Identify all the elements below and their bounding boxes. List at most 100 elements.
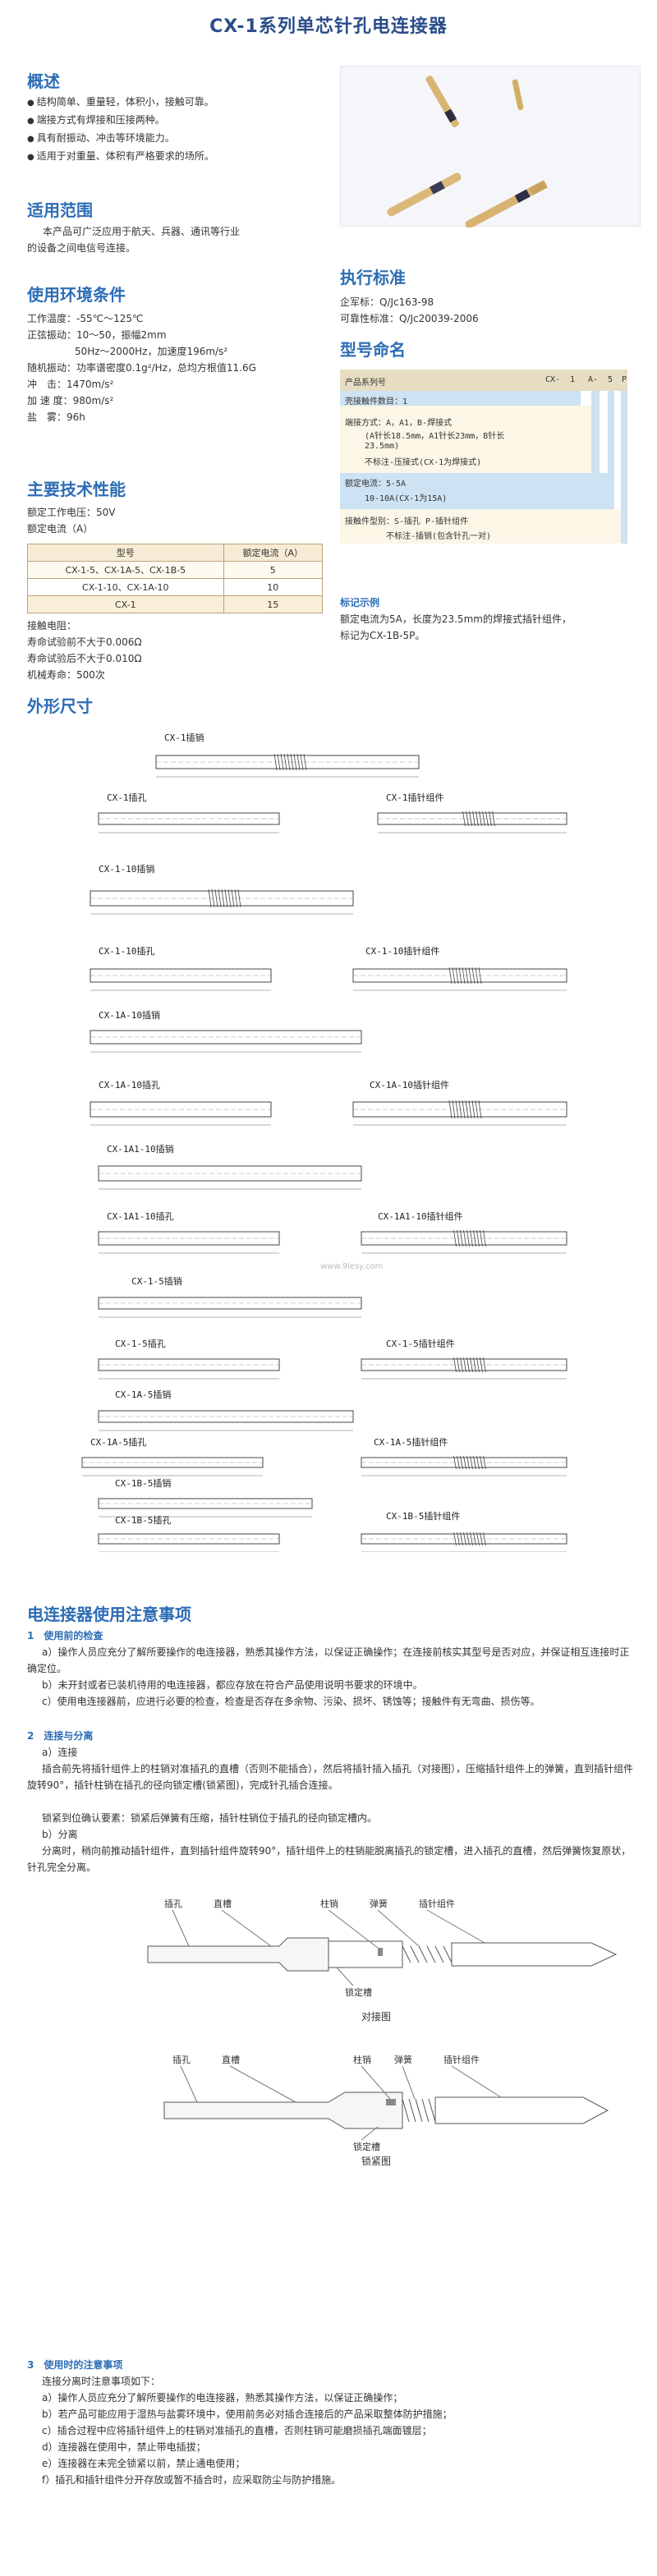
naming-bar: [340, 406, 600, 473]
cx1a10-pin-spring: [452, 1100, 456, 1119]
cx1a110-pin-spring: [476, 1229, 480, 1247]
cx1b5-pin-spring: [480, 1531, 483, 1546]
watermark-text: www.9iesy.com: [320, 1262, 383, 1271]
fig1-label: 弹簧: [370, 1898, 388, 1909]
fig1-label: 插孔: [164, 1898, 182, 1909]
cx110-plug-spring: [208, 889, 212, 908]
notes-s3-item: e）连接器在未完全锁紧以前，禁止通电使用；: [42, 2458, 246, 2469]
cx110-plug-spring: [214, 889, 218, 908]
dimensions-heading: 外形尺寸: [27, 696, 93, 716]
cx1a10-pin-spring: [448, 1100, 453, 1119]
cx15-pin-spring: [470, 1357, 473, 1373]
naming-cell-a: A-: [588, 375, 599, 384]
cx15-pin-spring: [483, 1357, 486, 1373]
naming-row-3b: 10-10A(CX-1为15A): [365, 494, 448, 503]
table-header-cell: 额定电流（A）: [223, 544, 324, 562]
cx15-pin-spring: [476, 1357, 480, 1373]
cx1a5-pin-spring: [463, 1455, 466, 1470]
fig1-caption: 对接图: [361, 2010, 391, 2023]
notes-s2-b: b）分离: [42, 1829, 78, 1840]
cx1a10-pin-spring: [458, 1100, 462, 1119]
current-table: 型号 额定电流（A） CX-1-5、CX-1A-5、CX-1B-5 5 CX-1…: [27, 544, 324, 613]
drawing-label: CX-1A-5插针组件: [374, 1436, 448, 1448]
table-cell: 10: [223, 578, 324, 596]
fig2-label: 直槽: [222, 2054, 240, 2065]
cx1-plug-spring: [300, 753, 304, 771]
cx15-pin-spring: [466, 1357, 470, 1373]
drawing-label: CX-1-5插针组件: [386, 1338, 455, 1349]
cx1a110-pin-spring: [463, 1229, 466, 1247]
cx1a110-pin-spring: [473, 1229, 476, 1247]
drawing-label: CX-1-5插销: [131, 1275, 182, 1287]
overview-list: 结构简单、重量轻，体积小，接触可靠。 端接方式有焊接和压接两种。 具有耐振动、冲…: [27, 94, 339, 166]
fig1-label: 锁定槽: [345, 1986, 372, 1998]
cx1a5-pin-spring: [453, 1455, 457, 1470]
conditions-heading: 使用环境条件: [27, 285, 126, 305]
model-naming-diagram: 产品系列号 CX- 1 A- 5 P 壳接触件数目：1 端接方式：A，A1，B-…: [340, 370, 627, 583]
standard-heading: 执行标准: [340, 268, 406, 287]
table-cell: 5: [223, 561, 324, 579]
cx110-pin-spring: [452, 967, 456, 985]
cx1-pin-spring: [472, 810, 476, 827]
drawing-label: CX-1B-5插针组件: [386, 1510, 460, 1522]
cx1-pin-spring: [489, 810, 492, 827]
notes-heading: 电连接器使用注意事项: [27, 1605, 191, 1624]
cx1-pin-spring: [466, 810, 469, 827]
cx1b5-pin-spring: [453, 1531, 457, 1546]
cx1-pin-spring: [482, 810, 485, 827]
example-text-2: 标记为CX-1B-5P。: [340, 630, 425, 641]
condition-line: 随机振动：功率谱密度0.1g²/Hz，总均方根值11.6G: [27, 362, 256, 374]
drawing-label: CX-1-10插针组件: [365, 945, 439, 957]
cx1a10-pin-spring: [455, 1100, 459, 1119]
drawing-label: CX-1A-10插针组件: [370, 1079, 449, 1091]
drawing-label: CX-1A-10插孔: [99, 1079, 160, 1091]
cx1a110-pin-spring: [483, 1229, 486, 1247]
fig1-label: 柱销: [320, 1898, 338, 1909]
cx1a10-pin-spring: [465, 1100, 469, 1119]
table-header-cell: 型号: [27, 544, 224, 562]
cx110-pin-spring: [458, 967, 462, 985]
cx1a5-pin-spring: [460, 1455, 463, 1470]
condition-line: 盐 雾：96h: [27, 411, 85, 423]
cx110-pin-spring: [462, 967, 466, 985]
drawing-label: CX-1A1-10插针组件: [378, 1210, 463, 1222]
conditions-list: 工作温度：-55℃～125℃ 正弦振动：10～50，振幅2mm 50Hz～200…: [27, 310, 331, 425]
cx110-pin-spring: [465, 967, 469, 985]
naming-row-2b: (A针长18.5mm，A1针长23mm，B针长: [365, 432, 505, 441]
cx1b5-pin-spring: [470, 1531, 473, 1546]
cx1-pin-spring: [479, 810, 482, 827]
example-label: 标记示例: [340, 597, 380, 608]
drawing-label: CX-1B-5插销: [115, 1477, 171, 1489]
cx1-plug-spring: [290, 753, 294, 771]
notes-s1-title: 1 使用前的检查: [27, 1630, 103, 1642]
table-cell: CX-1: [27, 595, 224, 613]
cx1a5-pin-spring: [466, 1455, 470, 1470]
scope-text-1: 本产品可广泛应用于航天、兵器、通讯等行业: [43, 226, 241, 237]
mechanical-life: 机械寿命：500次: [27, 669, 105, 681]
performance-heading: 主要技术性能: [27, 480, 126, 499]
cx15-pin-spring: [473, 1357, 476, 1373]
condition-line: 冲 击：1470m/s²: [27, 379, 114, 390]
naming-cell-cx: CX-: [545, 375, 561, 384]
cx110-plug-spring: [231, 889, 235, 908]
notes-s3-intro: 连接分离时注意事项如下：: [42, 2376, 161, 2387]
naming-row-2c: 23.5mm): [365, 442, 400, 451]
page-title: CX-1系列单芯针孔电连接器: [209, 16, 448, 37]
cx1-plug-spring: [296, 753, 301, 771]
naming-row-1: 壳接触件数目：1: [345, 397, 408, 406]
cx1b5-pin-spring: [460, 1531, 463, 1546]
cx1-plug-spring: [273, 753, 278, 771]
cx1a110-pin-spring: [470, 1229, 473, 1247]
condition-line: 正弦振动：10～50，振幅2mm: [27, 329, 167, 341]
cx1a5-pin-spring: [480, 1455, 483, 1470]
resistance-block: 接触电阻： 寿命试验前不大于0.006Ω 寿命试验后不大于0.010Ω 机械寿命…: [27, 618, 323, 683]
cx1a110-pin-spring: [466, 1229, 470, 1247]
drawing-label: CX-1A1-10插销: [107, 1143, 174, 1155]
notes-s3-item: a）操作人员应充分了解所要操作的电连接器，熟悉其操作方法，以保证正确操作；: [42, 2392, 403, 2404]
overview-bullet: 结构简单、重量轻，体积小，接触可靠。: [27, 94, 339, 112]
cx1-plug-spring: [303, 753, 307, 771]
cx1b5-pin-spring: [473, 1531, 476, 1546]
cx1-pin-spring: [485, 810, 489, 827]
drawing-label: CX-1B-5插孔: [115, 1514, 171, 1526]
table-header-row: 型号 额定电流（A）: [27, 544, 324, 562]
